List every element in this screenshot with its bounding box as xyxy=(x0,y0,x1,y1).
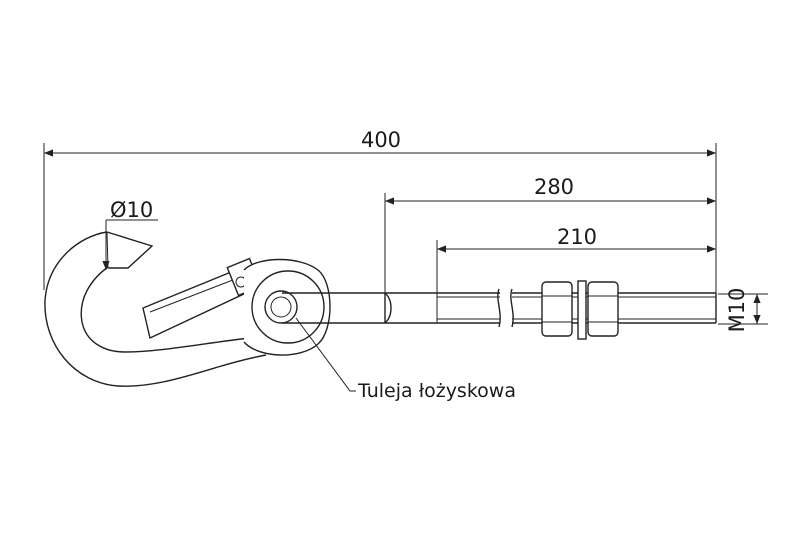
snap-hook xyxy=(44,231,267,387)
dimension-thread-label: 210 xyxy=(557,225,597,249)
bushing-label: Tuleja łożyskowa xyxy=(357,380,516,402)
bushing-callout: Tuleja łożyskowa xyxy=(295,317,516,402)
dimension-overall: 400 xyxy=(43,128,717,296)
dimension-thread-size: M10 xyxy=(718,288,768,333)
dimension-wire-diameter: Ø10 xyxy=(102,198,158,270)
dimension-overall-label: 400 xyxy=(361,128,401,152)
dimension-bolt-label: 280 xyxy=(534,175,574,199)
eye-bushing xyxy=(243,258,331,356)
nut-left xyxy=(541,281,573,337)
dimension-thread-size-label: M10 xyxy=(725,288,749,333)
nut-right xyxy=(587,281,619,337)
dimension-wire-diameter-label: Ø10 xyxy=(110,198,153,222)
dimension-thread: 210 xyxy=(436,225,716,293)
washer xyxy=(577,280,587,340)
bolt-shank xyxy=(282,288,717,328)
dimension-bolt: 280 xyxy=(384,175,716,293)
